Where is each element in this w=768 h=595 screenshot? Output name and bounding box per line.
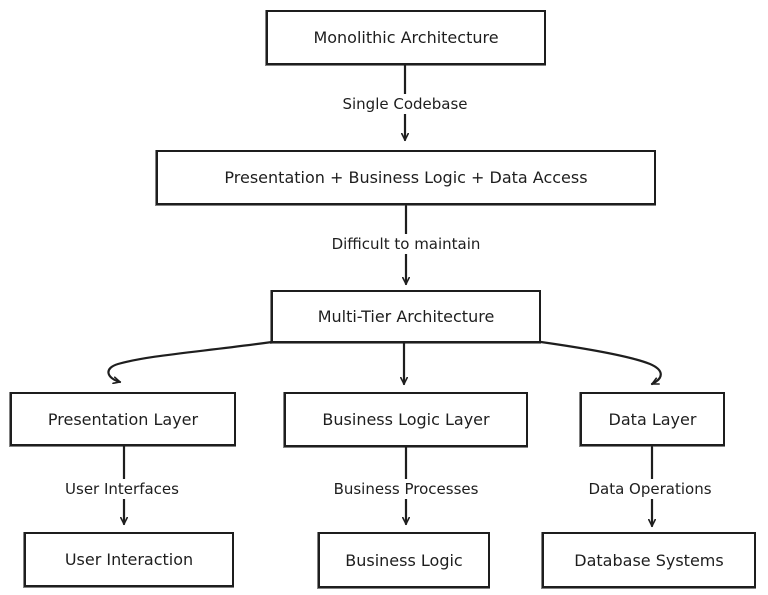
edge-label-data-operations: Data Operations [584,479,716,499]
node-data-layer: Data Layer [579,392,725,447]
node-label: Data Layer [608,409,697,429]
edge-label-difficult-to-maintain: Difficult to maintain [327,234,485,254]
node-presentation-layer: Presentation Layer [9,392,236,447]
node-monolithic-architecture: Monolithic Architecture [265,10,546,66]
node-database-systems: Database Systems [541,532,756,589]
edge-multitier-to-data [539,340,662,386]
edge-label-user-interfaces: User Interfaces [61,479,183,499]
edge-label-single-codebase: Single Codebase [338,94,472,114]
node-label: Multi-Tier Architecture [317,307,495,326]
node-label: Business Logic Layer [322,410,490,429]
node-business-logic-layer: Business Logic Layer [283,392,528,448]
node-label: Business Logic [345,550,463,570]
node-label: Presentation Layer [47,409,199,429]
edge-label-business-processes: Business Processes [329,479,483,499]
node-label: User Interaction [64,550,194,569]
node-label: Presentation + Business Logic + Data Acc… [224,168,588,187]
node-user-interaction: User Interaction [23,532,234,588]
node-multi-tier-architecture: Multi-Tier Architecture [270,290,541,344]
node-business-logic: Business Logic [317,532,490,589]
node-label: Monolithic Architecture [313,28,499,47]
node-combined-layers: Presentation + Business Logic + Data Acc… [155,150,656,206]
edge-multitier-to-presentation [107,340,274,385]
node-label: Database Systems [574,550,724,570]
